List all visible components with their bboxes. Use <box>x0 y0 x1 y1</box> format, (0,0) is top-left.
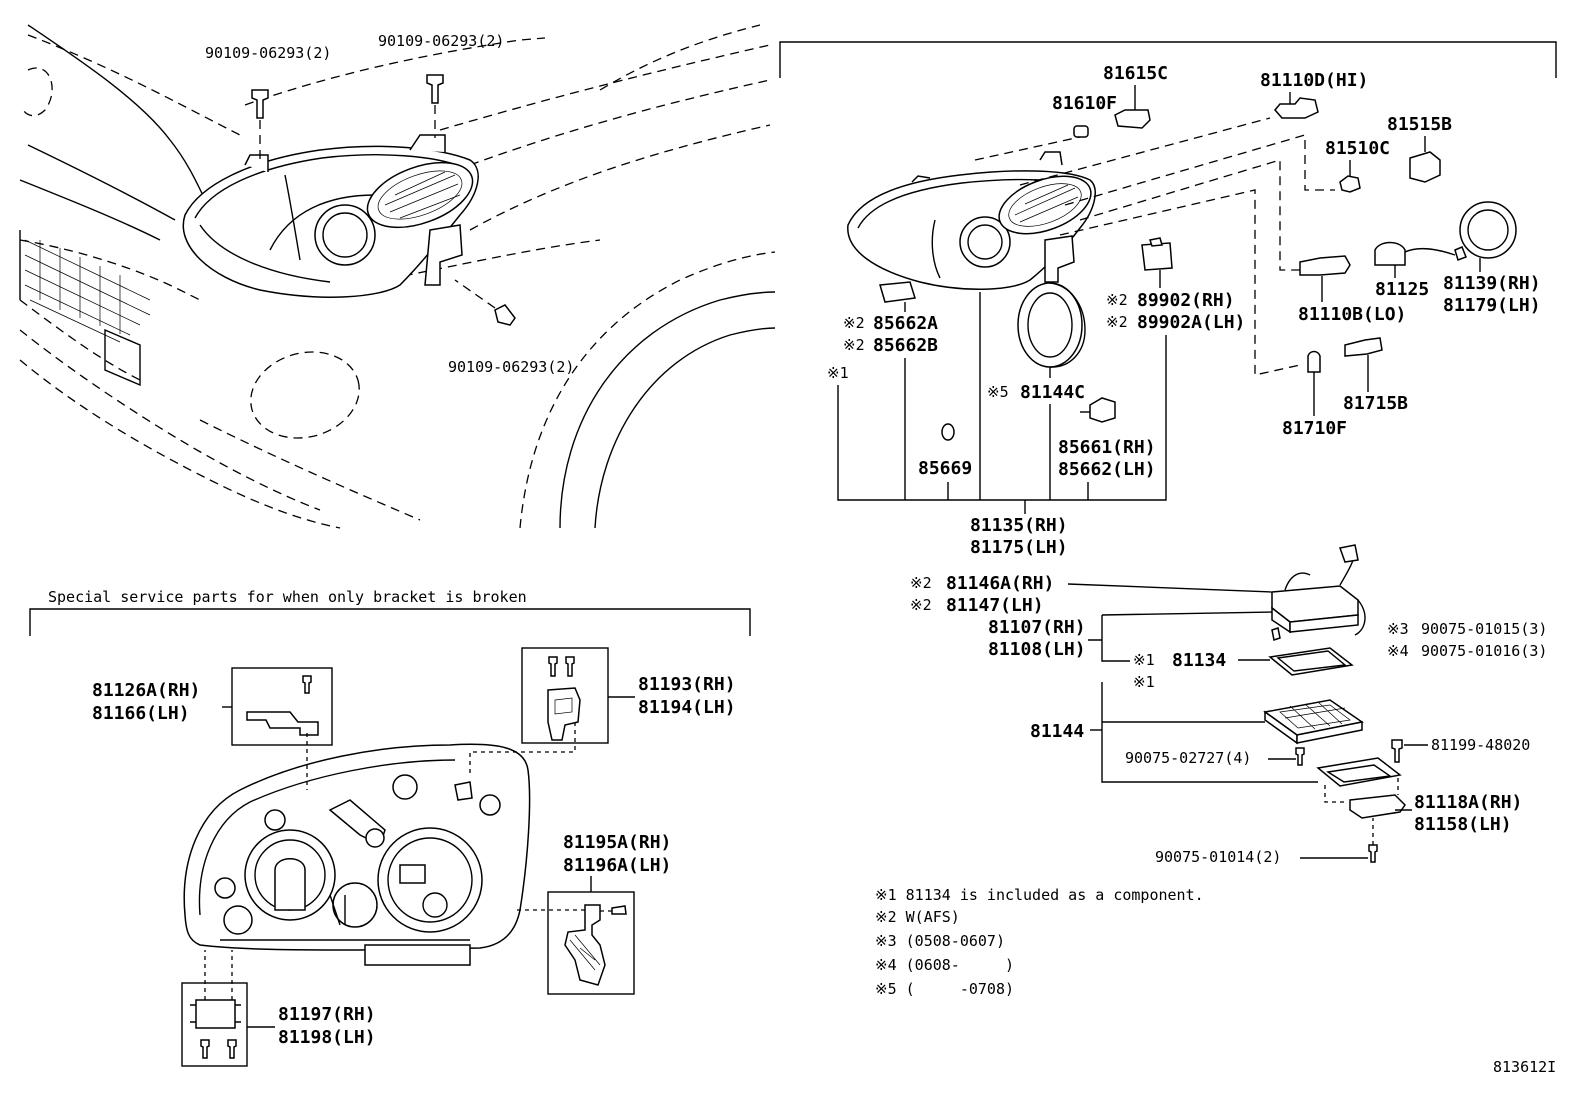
fastener-top-right <box>426 74 444 138</box>
motor-a2-prefix: ※2 <box>843 336 865 354</box>
bulb-hi-label: 81110D(HI) <box>1260 70 1368 91</box>
note-2: ※2 W(AFS) <box>875 908 960 926</box>
fastener-top-right-label: 90109-06293(2) <box>378 32 504 50</box>
motor-b-lh-label: 89902A(LH) <box>1137 312 1245 333</box>
motor-a1-label: 85662A <box>873 313 938 334</box>
motor-b2-prefix: ※2 <box>1106 313 1128 331</box>
bracket-lh-label: 81158(LH) <box>1414 814 1512 835</box>
oring-label: 85669 <box>918 458 972 479</box>
notes-block: ※1 81134 is included as a component. ※2 … <box>875 886 1204 998</box>
lens-cover <box>1017 282 1086 368</box>
fastener-top-left-label: 90109-06293(2) <box>205 44 331 62</box>
headlamp-exploded-view: 81615C 81610F 81110D(HI) 81515B 81510C 8… <box>779 41 1557 558</box>
unit-lh-label: 81108(LH) <box>988 639 1086 660</box>
bulb-a-label: 81610F <box>1052 93 1117 114</box>
computer-rh-label: 81146A(RH) <box>946 573 1054 594</box>
bulb-lo-label: 81110B(LO) <box>1298 304 1406 325</box>
cord-label: 81125 <box>1375 279 1429 300</box>
fastener-top-left <box>251 89 269 165</box>
bracket-b-rh-label: 81193(RH) <box>638 674 736 695</box>
computer-lh-prefix: ※2 <box>910 596 932 614</box>
screw4-prefix: ※4 <box>1387 642 1409 660</box>
bulb-a <box>1073 125 1089 138</box>
special-service-section: Special service parts for when only brac… <box>29 588 751 1067</box>
actuator-lh-label: 85662(LH) <box>1058 459 1156 480</box>
ref1-label: ※1 <box>827 364 849 382</box>
cap-rh-label: 81139(RH) <box>1443 273 1541 294</box>
motor-b-prefix: ※2 <box>1106 291 1128 309</box>
bracket-b-box <box>521 647 609 744</box>
motor-a2-label: 85662B <box>873 335 938 356</box>
screw4-label: 90075-01016(3) <box>1421 642 1547 660</box>
lens-prefix: ※5 <box>987 383 1009 401</box>
bracket-d-box <box>181 982 248 1067</box>
cap-lh-label: 81179(LH) <box>1443 295 1541 316</box>
actuator-rh-label: 85661(RH) <box>1058 437 1156 458</box>
socket-a-label: 81615C <box>1103 63 1168 84</box>
computer-prefix: ※2 <box>910 574 932 592</box>
cover-label: 81144 <box>1030 721 1084 742</box>
diagram-id: 813612I <box>1493 1058 1556 1076</box>
computer-lh-label: 81147(LH) <box>946 595 1044 616</box>
cover-ref: ※1 <box>1133 673 1155 691</box>
bracket-a-rh-label: 81126A(RH) <box>92 680 200 701</box>
gasket-label: 81134 <box>1172 650 1226 671</box>
gasket-ref: ※1 <box>1133 651 1155 669</box>
assy-rh-label: 81135(RH) <box>970 515 1068 536</box>
note-3: ※3 (0508-0607) <box>875 932 1005 950</box>
o-ring <box>941 423 955 441</box>
note-5: ※5 ( -0708) <box>875 980 1014 998</box>
bracket-c-rh-label: 81195A(RH) <box>563 832 671 853</box>
screw-b-label: 90075-01014(2) <box>1155 848 1281 866</box>
bracket-rh-label: 81118A(RH) <box>1414 792 1522 813</box>
motor-a-prefix: ※2 <box>843 314 865 332</box>
screw3-label: 90075-01015(3) <box>1421 620 1547 638</box>
vehicle-front-view: 90109-06293(2) 90109-06293(2) 90109-0629… <box>19 24 776 529</box>
bulb-c-label: 81710F <box>1282 418 1347 439</box>
unit-rh-label: 81107(RH) <box>988 617 1086 638</box>
note-4: ※4 (0608- ) <box>875 956 1014 974</box>
ballast-assembly: ※2 81146A(RH) ※2 81147(LH) 81107(RH) 811… <box>910 544 1547 866</box>
bracket-c-lh-label: 81196A(LH) <box>563 855 671 876</box>
lens-label: 81144C <box>1020 382 1085 403</box>
fastener-lower-label: 90109-06293(2) <box>448 358 574 376</box>
socket-b-label: 81515B <box>1387 114 1452 135</box>
screw-a-label: 90075-02727(4) <box>1125 749 1251 767</box>
bracket-a-lh-label: 81166(LH) <box>92 703 190 724</box>
bulb-b-label: 81510C <box>1325 138 1390 159</box>
motor-b-rh-label: 89902(RH) <box>1137 290 1235 311</box>
socket-c-label: 81715B <box>1343 393 1408 414</box>
bracket-b-lh-label: 81194(LH) <box>638 697 736 718</box>
screw3-prefix: ※3 <box>1387 620 1409 638</box>
bolt-label: 81199-48020 <box>1431 736 1530 754</box>
assy-lh-label: 81175(LH) <box>970 537 1068 558</box>
special-service-title: Special service parts for when only brac… <box>48 588 527 606</box>
fastener-lower <box>454 279 516 326</box>
bracket-d-rh-label: 81197(RH) <box>278 1004 376 1025</box>
bracket-d-lh-label: 81198(LH) <box>278 1027 376 1048</box>
note-1: ※1 81134 is included as a component. <box>875 886 1204 904</box>
